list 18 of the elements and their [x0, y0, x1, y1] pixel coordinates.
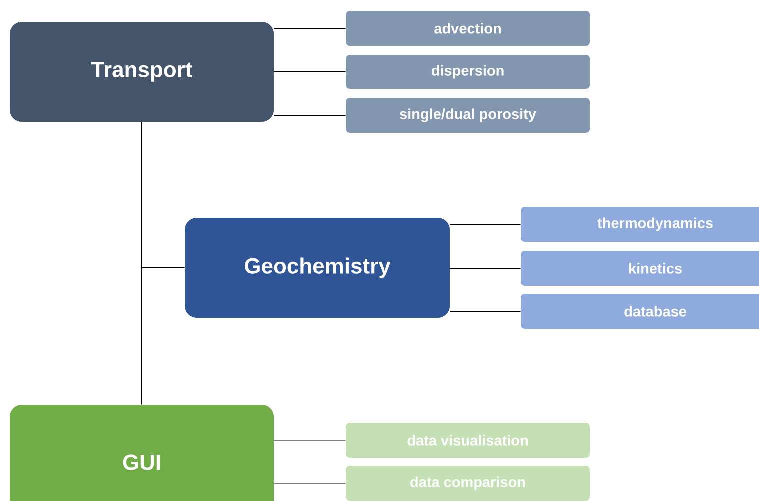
- subtopic-box: data comparison: [346, 466, 590, 501]
- subtopic-box: thermodynamics: [521, 207, 759, 242]
- subtopic-box: single/dual porosity: [346, 98, 590, 133]
- connector-line: [450, 268, 522, 269]
- subtopic-box: database: [521, 294, 759, 329]
- subtopic-box: data visualisation: [346, 423, 590, 458]
- subtopic-box: kinetics: [521, 251, 759, 286]
- topic-box: Geochemistry: [185, 218, 450, 318]
- connector-line: [274, 115, 346, 116]
- connector-line: [450, 311, 522, 312]
- connector-line: [450, 224, 522, 225]
- topic-box: Transport: [10, 22, 274, 122]
- connector-line: [274, 483, 346, 484]
- subtopic-box: dispersion: [346, 55, 590, 89]
- connector-line: [274, 28, 346, 29]
- connector-line: [274, 440, 346, 441]
- topic-box: GUI: [10, 405, 274, 501]
- subtopic-box: advection: [346, 11, 590, 46]
